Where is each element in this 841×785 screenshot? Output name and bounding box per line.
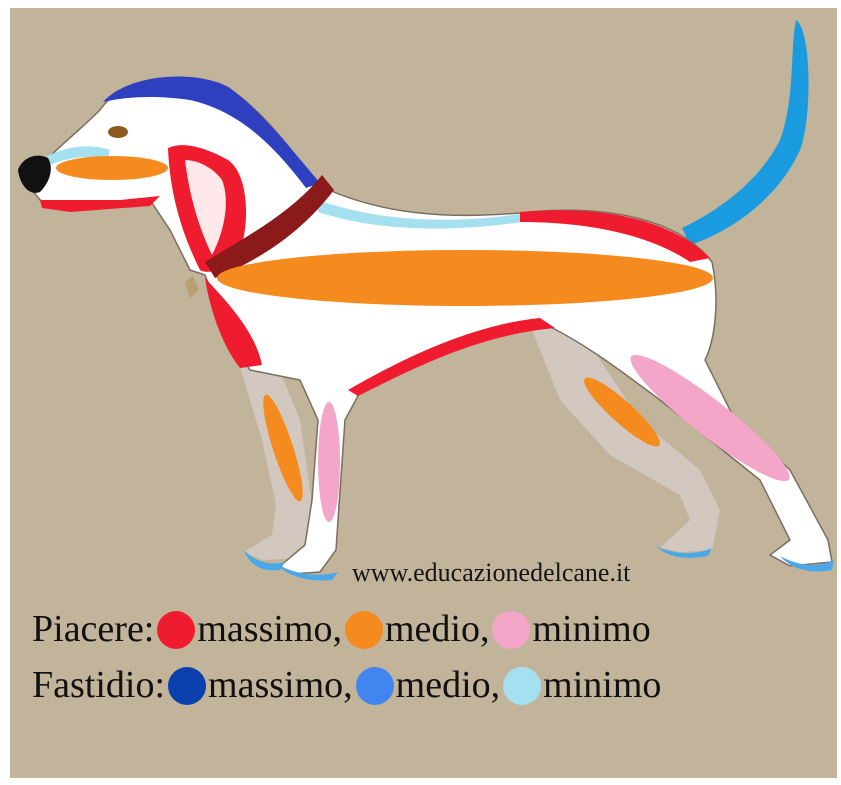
fastidio-minimo-swatch (503, 667, 541, 705)
legend-text-piacere-medio: medio, (385, 607, 489, 651)
legend-row-piacere: Piacere: massimo, medio, minimo (32, 604, 651, 654)
piacere-massimo-swatch (157, 611, 195, 649)
piacere-medio-swatch (345, 611, 383, 649)
collar-tag (185, 276, 199, 298)
legend-row-fastidio: Fastidio: massimo, medio, minimo (32, 660, 661, 710)
legend-text-fastidio-medio: medio, (396, 663, 500, 707)
tail (682, 20, 809, 245)
piacere-medio-zone-flank (217, 250, 713, 306)
piacere-minimo-zone-front-leg (318, 402, 340, 522)
piacere-minimo-swatch (492, 611, 530, 649)
legend-label-piacere: Piacere: (32, 607, 154, 651)
legend-text-fastidio-massimo: massimo, (208, 663, 353, 707)
fastidio-massimo-swatch (168, 667, 206, 705)
fastidio-medio-swatch (356, 667, 394, 705)
legend-text-piacere-massimo: massimo, (197, 607, 342, 651)
legend-text-fastidio-minimo: minimo (543, 663, 661, 707)
legend-text-piacere-minimo: minimo (532, 607, 650, 651)
legend-label-fastidio: Fastidio: (32, 663, 165, 707)
website-url: www.educazionedelcane.it (352, 558, 630, 588)
eye (108, 126, 128, 138)
piacere-medio-zone-cheek (56, 156, 168, 180)
